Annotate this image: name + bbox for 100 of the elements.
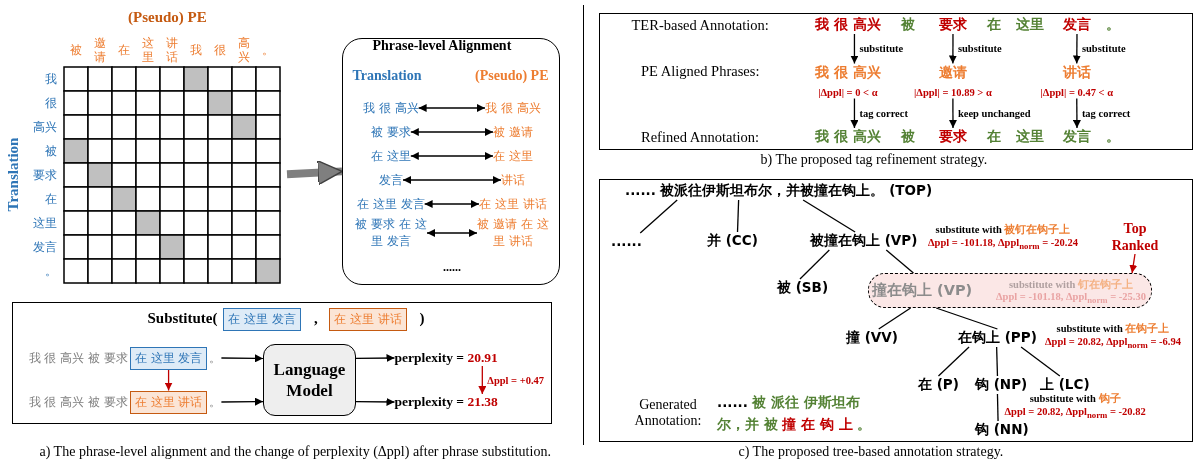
token-header: 在 (45, 190, 57, 208)
arrow (164, 368, 173, 392)
figure-caption: a) The phrase-level alignment and the change of perplexity (Δppl) after phrase substitution. (39, 444, 551, 460)
phrase-text: 被 要求 在 这里 发言 (355, 216, 427, 250)
annotation-token: 。 (1106, 16, 1120, 34)
ellipsis: ...... (443, 259, 461, 275)
delta-ppl-value: Δppl = -101.18, Δppl$_{norm}$ = -25.30 (996, 290, 1146, 307)
tree-branch-line (639, 199, 678, 234)
model-box: Language Model (263, 344, 356, 416)
substitution-note: substitute with 被钉在钩子上 (934, 223, 1072, 236)
aligned-phrase: 邀请 (938, 63, 967, 82)
panel-title: Phrase-level Alignment (372, 38, 512, 54)
row-label: Refined Annotation: (641, 128, 759, 146)
arrow (220, 354, 264, 363)
phrase-box: 在 这里 讲话 (329, 307, 407, 331)
axis-title: (Pseudo) PE (128, 9, 207, 26)
arrow (1072, 33, 1081, 65)
phrase-box: 在 这里 发言 (129, 346, 208, 370)
token-header: 很 (213, 43, 227, 57)
delta-ppl-condition: |Δppl| = 10.89 > α (914, 85, 992, 99)
annotation-token: 我 很 高兴 (815, 16, 881, 34)
phrase-text: 在 这里 讲话 (479, 195, 547, 213)
phrase-text: 在 这里 (493, 147, 533, 165)
phrase-text: 被 要求 (371, 123, 411, 141)
annotation-token: 被 (901, 128, 915, 146)
delta-ppl-value: Δppl = 20.82, Δppl$_{norm}$ = -6.94 (1045, 335, 1181, 353)
axis-title: Translation (4, 137, 22, 212)
sentence-text: 我 很 高兴 被 要求 (28, 393, 128, 411)
token-header: 要求 (33, 166, 57, 184)
ranking-label: Top Ranked (1109, 220, 1161, 254)
token-header: 。 (45, 262, 57, 280)
tree-branch-line (878, 307, 912, 330)
edge-label: tag correct (1081, 107, 1131, 119)
annotation-token: 在 (987, 16, 1001, 34)
edge-label: substitute (957, 43, 1002, 55)
block-arrow (286, 159, 343, 186)
figure-caption: b) The proposed tag refinement strategy. (760, 152, 988, 168)
edge-label: substitute (1081, 43, 1126, 55)
phrase-text: 讲话 (501, 171, 525, 189)
figure-caption: c) The proposed tree-based annotation strategy. (738, 444, 1004, 460)
annotation-token: 。 (1106, 128, 1120, 146)
arrow (220, 397, 264, 406)
token-header: 。 (261, 43, 275, 57)
substitution-note: substitute with 钉在钩子上 (1009, 277, 1133, 291)
arrow (1072, 97, 1081, 129)
arrow (1129, 253, 1138, 274)
perplexity-value: perplexity = 21.38 (394, 394, 498, 410)
alignment-panel (342, 38, 560, 285)
double-arrow (402, 176, 502, 184)
perplexity-value: perplexity = 20.91 (394, 350, 498, 366)
phrase-text: 我 很 高兴 (363, 99, 419, 117)
annotation-token: 在 (987, 128, 1001, 146)
annotation-sentence: ...... 被 派往 伊斯坦布尔，并 被 撞 在 钩 上 。 (717, 393, 873, 434)
double-arrow (426, 229, 478, 237)
phrase-text: 被 邀请 (493, 123, 533, 141)
token-header: 我 (189, 43, 203, 57)
punctuation: 。 (209, 349, 222, 367)
substitution-note: substitute with 钩子 (1028, 392, 1122, 405)
token-header: 发言 (33, 238, 57, 256)
sentence-text: 我 很 高兴 被 要求 (28, 349, 128, 367)
arrow (478, 365, 487, 395)
tree-branch-line (935, 307, 999, 330)
token-header: 这里 (141, 36, 155, 64)
phrase-text: 我 很 高兴 (485, 99, 541, 117)
arrow (850, 33, 859, 65)
annotation-token: 这里 (1016, 16, 1044, 34)
phrase-box: 在 这里 讲话 (129, 390, 208, 414)
double-arrow (424, 200, 480, 208)
row-label: PE Aligned Phrases: (641, 62, 760, 80)
aligned-phrase: 讲话 (1062, 63, 1091, 82)
tree-node-label: 在 (P) (918, 376, 959, 394)
double-arrow (410, 152, 494, 160)
annotation-token: 要求 (939, 128, 967, 146)
arrow (355, 397, 396, 406)
arrow (355, 354, 396, 363)
substitution-note: substitute with 在钩子上 (1055, 322, 1171, 335)
phrase-text: 被 邀请 在 这里 讲话 (477, 216, 549, 250)
tree-branch-line (736, 199, 740, 233)
token-header: 高兴 (237, 36, 251, 64)
double-arrow (418, 104, 486, 112)
token-header: 邀请 (93, 36, 107, 64)
phrase-text: 在 这里 发言 (357, 195, 425, 213)
token-header: 被 (45, 142, 57, 160)
column-title: Translation (352, 68, 422, 84)
tree-node-label: ...... 被派往伊斯坦布尔，并被撞在钩上。 (TOP) (625, 182, 933, 200)
tree-node-label: 钩 (NN) (975, 421, 1029, 439)
token-header: 这里 (33, 214, 57, 232)
phrase-text: 在 这里 (371, 147, 411, 165)
annotation-token: 发言 (1063, 16, 1091, 34)
aligned-phrase: 我 很 高兴 (815, 63, 881, 82)
delta-ppl-value: Δppl = 20.82, Δppl$_{norm}$ = -20.82 (1004, 405, 1146, 423)
arrow (948, 97, 957, 129)
tree-branch-line (937, 346, 970, 377)
token-header: 在 (117, 43, 131, 57)
tree-node-label: 并 (CC) (707, 232, 758, 250)
tree-node-label: 撞在钩上 (VP) (872, 280, 973, 300)
edge-label: keep unchanged (957, 107, 1031, 119)
token-header: 很 (45, 94, 57, 112)
closing-bracket: ) (419, 310, 425, 327)
highlight-box (868, 273, 1152, 308)
